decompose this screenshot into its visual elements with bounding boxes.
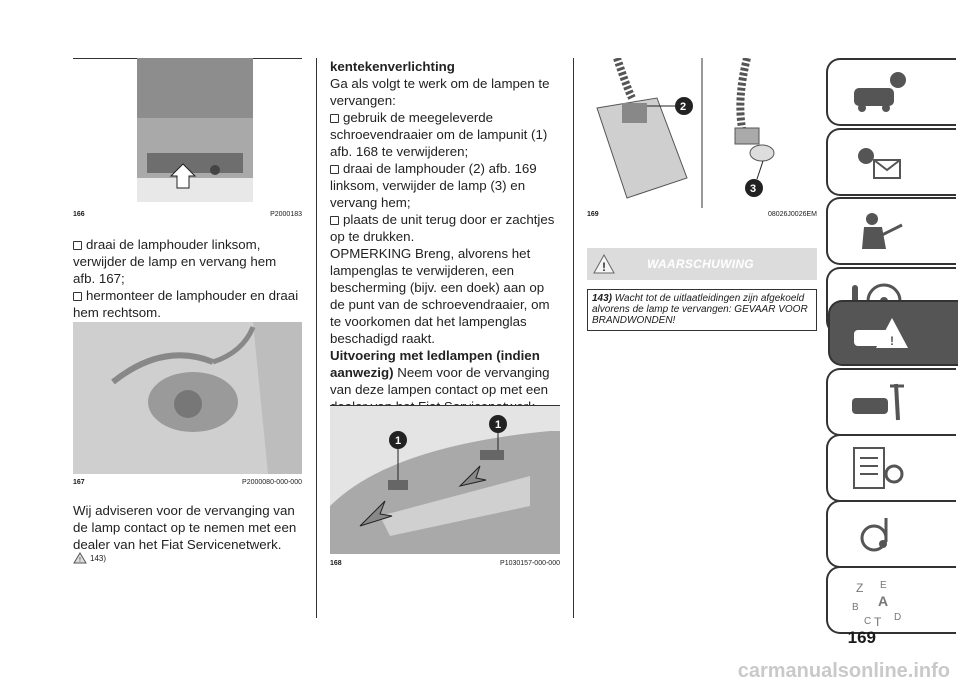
warning-triangle-icon: !: [593, 254, 615, 274]
sidebar-tab-warning-lights[interactable]: [826, 128, 956, 196]
warning-title: WAARSCHUWING: [647, 257, 754, 271]
lamp-unit-illustration: 2 3: [596, 58, 775, 208]
figure-168-caption: 168 P1030157-000-000: [330, 560, 560, 567]
callout-1-right: 1: [495, 419, 501, 431]
sidebar-tab-specifications[interactable]: [826, 434, 956, 502]
figure-167-caption: 167 P2000080-000-000: [73, 479, 302, 486]
callout-2: 2: [680, 101, 686, 113]
checkbox-icon: [330, 114, 339, 123]
note-text: OPMERKING Breng, alvorens het lampenglas…: [330, 246, 550, 346]
figure-166-caption: 166 P2000183: [73, 211, 302, 218]
figure-code: P1030157-000-000: [500, 560, 560, 567]
bullet-text: draai de lamphouder (2) afb. 169 linksom…: [330, 161, 537, 210]
license-lamp-illustration: 1 1: [330, 406, 560, 554]
figure-168-top-rule: [330, 405, 560, 406]
car-rear-illustration: [137, 58, 253, 202]
section-heading: kentekenverlichting: [330, 59, 455, 74]
figure-169-image: 2 3: [587, 58, 817, 208]
figure-number: 167: [73, 479, 85, 486]
index-icon: Z E A B C T D: [852, 580, 901, 629]
column-divider: [573, 58, 574, 618]
svg-text:T: T: [874, 615, 882, 629]
warning-box: 143) Wacht tot de uitlaatleidingen zijn …: [587, 289, 817, 331]
svg-text:A: A: [878, 593, 888, 609]
maintenance-icon: [852, 383, 904, 421]
multimedia-icon: [860, 518, 888, 552]
bullet-item: hermonteer de lamphouder en draai hem re…: [73, 287, 302, 321]
svg-text:Z: Z: [856, 581, 863, 595]
checkbox-icon: [73, 292, 82, 301]
bullet-item: draai de lamphouder linksom, verwijder d…: [73, 236, 302, 287]
svg-text:!: !: [602, 260, 606, 274]
warning-text: Wacht tot de uitlaatleidingen zijn afgek…: [592, 293, 808, 326]
svg-text:!: !: [890, 334, 894, 348]
car-info-icon: [854, 72, 906, 112]
bullet-item: draai de lamphouder (2) afb. 169 linksom…: [330, 160, 560, 211]
lamp-holder-illustration: [73, 322, 302, 474]
svg-text:D: D: [894, 612, 901, 623]
checkbox-icon: [73, 241, 82, 250]
figure-169-caption: 169 08026J0026EM: [587, 211, 817, 218]
col1-paragraph: Wij adviseren voor de vervanging van de …: [73, 503, 297, 552]
svg-text:!: !: [79, 557, 81, 564]
col1-bullets: draai de lamphouder linksom, verwijder d…: [73, 236, 302, 321]
bullet-text: draai de lamphouder linksom, verwijder d…: [73, 237, 277, 286]
bullet-text: hermonteer de lamphouder en draai hem re…: [73, 288, 299, 320]
col2-text: kentekenverlichting Ga als volgt te werk…: [330, 58, 560, 415]
bullet-text: plaats de unit terug door er zachtjes op…: [330, 212, 555, 244]
bullet-text: gebruik de meegeleverde schroevendraaier…: [330, 110, 548, 159]
warning-header: ! WAARSCHUWING: [587, 248, 817, 280]
figure-code: P2000183: [270, 211, 302, 218]
sidebar-tab-index[interactable]: Z E A B C T D: [826, 566, 956, 634]
svg-text:E: E: [880, 580, 887, 591]
specifications-icon: [853, 447, 904, 489]
figure-168-image: 1 1: [330, 406, 560, 554]
bullet-item: gebruik de meegeleverde schroevendraaier…: [330, 109, 560, 160]
page-number: 169: [847, 628, 876, 647]
figure-number: 168: [330, 560, 342, 567]
intro-text: Ga als volgt te werk om de lampen te ver…: [330, 76, 550, 108]
checkbox-icon: [330, 216, 339, 225]
column-divider: [316, 58, 317, 618]
sidebar-tab-safety[interactable]: [826, 197, 956, 265]
figure-code: 08026J0026EM: [767, 211, 817, 218]
checkbox-icon: [330, 165, 339, 174]
warning-number: 143): [592, 293, 613, 304]
figure-167-image: [73, 322, 302, 474]
figure-number: 169: [587, 211, 599, 218]
warning-triangle-icon: !: [73, 552, 87, 564]
callout-1-left: 1: [395, 435, 401, 447]
figure-number: 166: [73, 211, 85, 218]
watermark: carmanualsonline.info: [737, 660, 950, 682]
figure-166-image: [137, 58, 253, 202]
emergency-icon: !: [854, 318, 908, 348]
callout-3: 3: [750, 183, 756, 195]
sidebar-tab-emergency[interactable]: !: [828, 300, 958, 366]
warning-lights-icon: [858, 148, 901, 179]
sidebar-tab-car-info[interactable]: [826, 58, 956, 126]
reference-number: 143): [90, 553, 107, 563]
sidebar-tab-multimedia[interactable]: [826, 500, 956, 568]
safety-icon: [862, 213, 903, 249]
svg-text:B: B: [852, 602, 859, 613]
subsection-heading: Uitvoering met ledlampen (indien aanwezi…: [330, 348, 540, 380]
bullet-item: plaats de unit terug door er zachtjes op…: [330, 211, 560, 245]
figure-code: P2000080-000-000: [242, 479, 302, 486]
warning-reference: ! 143): [73, 552, 106, 564]
svg-text:C: C: [864, 616, 871, 627]
sidebar-tab-maintenance[interactable]: [826, 368, 956, 436]
